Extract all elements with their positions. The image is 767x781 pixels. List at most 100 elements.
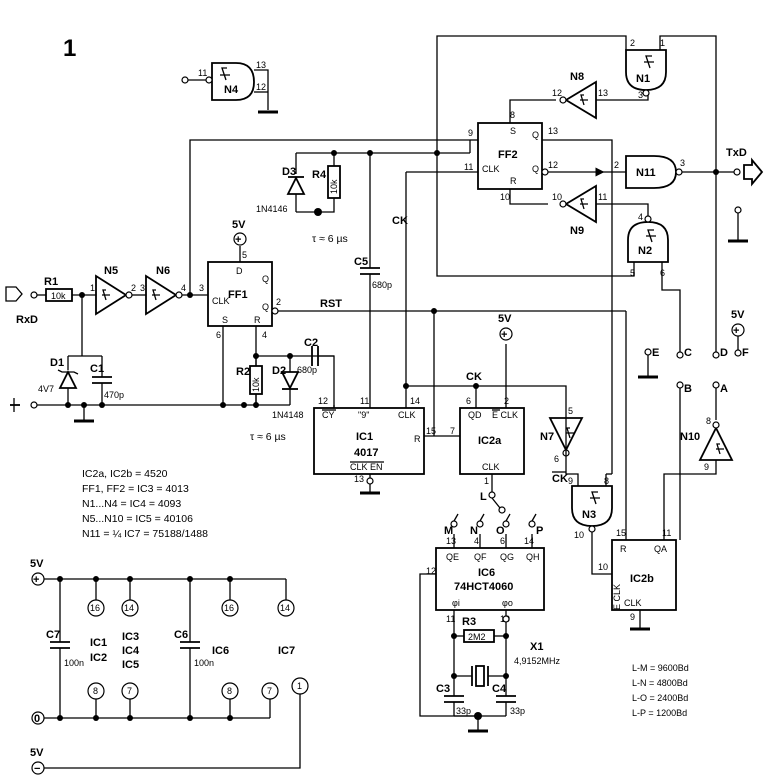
svg-text:C5: C5 (354, 256, 368, 268)
svg-text:N8: N8 (570, 71, 584, 83)
svg-text:R1: R1 (44, 276, 58, 288)
svg-text:3: 3 (638, 90, 643, 100)
gate-n8: N8 12 13 (552, 71, 649, 120)
svg-text:−: − (34, 763, 40, 775)
svg-text:P: P (536, 525, 543, 537)
gate-n1: N1 2 1 3 (625, 35, 717, 352)
ic-ic2a: IC2a QD E CLK CLK 6 2 7 1 + 5V L (450, 313, 525, 503)
svg-text:φo: φo (502, 598, 513, 608)
svg-text:13: 13 (446, 536, 456, 546)
n4-label: N4 (224, 84, 239, 96)
svg-text:CLK: CLK (482, 462, 500, 472)
svg-text:IC4: IC4 (122, 645, 140, 657)
svg-text:R4: R4 (312, 169, 327, 181)
svg-text:M: M (444, 525, 453, 537)
svg-text:680p: 680p (297, 365, 317, 375)
c1-capacitor: C1 470p (90, 356, 124, 405)
svg-text:11: 11 (598, 192, 607, 202)
svg-text:R: R (620, 544, 627, 554)
gate-n4: N4 11 13 12 (181, 60, 278, 114)
svg-text:S: S (222, 315, 228, 325)
svg-text:14: 14 (280, 603, 290, 613)
svg-text:IC1: IC1 (90, 637, 107, 649)
power-supply-section: 5V + 0 5V − C7 100n 16 14 8 (30, 558, 309, 775)
svg-text:4: 4 (262, 330, 267, 340)
svg-text:N1: N1 (636, 73, 650, 85)
svg-text:QD: QD (468, 410, 482, 420)
baud-row: L-O = 2400Bd (632, 693, 688, 703)
svg-text:S: S (510, 126, 516, 136)
svg-text:N7: N7 (540, 431, 554, 443)
svg-text:+: + (733, 325, 739, 337)
svg-text:4,9152MHz: 4,9152MHz (514, 656, 561, 666)
svg-text:16: 16 (224, 603, 234, 613)
svg-text:CLK EN: CLK EN (350, 462, 383, 472)
figure-number: 1 (63, 35, 76, 62)
svg-text:QH: QH (526, 552, 540, 562)
svg-text:X1: X1 (530, 641, 543, 653)
svg-text:7: 7 (267, 686, 272, 696)
svg-text:2: 2 (276, 297, 281, 307)
svg-text:4: 4 (638, 212, 643, 222)
svg-text:4: 4 (474, 536, 479, 546)
ic-ic1-4017: IC1 4017 CY "9" CLK R CLK EN 12 11 14 15… (313, 396, 460, 495)
svg-text:RST: RST (320, 298, 342, 310)
svg-text:A: A (720, 383, 728, 395)
svg-text:15: 15 (426, 426, 436, 436)
ic-ic6-74hct4060: IC6 74HCT4060 QE QF QG QH φi φo 12 13 4 … (419, 513, 545, 717)
gate-n7: N7 5 6 CK (540, 406, 584, 486)
svg-text:6: 6 (466, 396, 471, 406)
gate-n2: N2 4 5 6 (627, 212, 681, 352)
svg-text:QF: QF (474, 552, 487, 562)
svg-text:10: 10 (598, 562, 608, 572)
svg-text:14: 14 (410, 396, 420, 406)
svg-text:IC2: IC2 (90, 652, 107, 664)
svg-text:680p: 680p (372, 280, 392, 290)
svg-text:8: 8 (93, 686, 98, 696)
svg-text:IC7: IC7 (278, 645, 295, 657)
svg-text:N3: N3 (582, 509, 596, 521)
svg-text:9: 9 (568, 476, 573, 486)
svg-text:CY: CY (322, 410, 335, 420)
svg-text:N9: N9 (570, 225, 584, 237)
r2-d2-c2-network: 10k R2 D2 1N4148 C2 680p τ ≈ 6 µs (236, 337, 335, 443)
note-line: N5...N10 = IC5 = 40106 (82, 513, 193, 525)
svg-text:11: 11 (446, 614, 455, 624)
txd-label: TxD (726, 147, 747, 159)
svg-text:2: 2 (614, 160, 619, 170)
svg-text:+: + (501, 329, 507, 341)
svg-text:C: C (684, 347, 692, 359)
svg-text:C4: C4 (492, 683, 507, 695)
svg-text:CLK: CLK (398, 410, 416, 420)
svg-text:Q: Q (262, 274, 269, 284)
svg-text:FF1: FF1 (228, 289, 248, 301)
svg-text:13: 13 (354, 474, 364, 484)
baud-rate-table: L-M = 9600Bd L-N = 4800Bd L-O = 2400Bd L… (632, 663, 689, 718)
svg-text:QE: QE (446, 552, 459, 562)
svg-text:11: 11 (360, 396, 369, 406)
svg-text:5: 5 (242, 250, 247, 260)
note-line: N1...N4 = IC4 = 4093 (82, 498, 181, 510)
svg-text:74HCT4060: 74HCT4060 (454, 581, 513, 593)
svg-text:QG: QG (500, 552, 514, 562)
svg-text:5V: 5V (30, 747, 44, 759)
svg-text:IC3: IC3 (122, 631, 139, 643)
svg-text:6: 6 (500, 536, 505, 546)
svg-text:5V: 5V (30, 558, 44, 570)
svg-text:13: 13 (598, 88, 608, 98)
baud-jumper-lines (491, 497, 506, 514)
note-line: IC2a, IC2b = 4520 (82, 468, 168, 480)
svg-text:2M2: 2M2 (468, 632, 486, 642)
svg-text:Q: Q (532, 130, 539, 140)
svg-text:C3: C3 (436, 683, 450, 695)
svg-text:D1: D1 (50, 357, 64, 369)
rxd-input: RxD R1 10k (5, 276, 96, 356)
svg-text:10: 10 (574, 530, 584, 540)
svg-text:IC5: IC5 (122, 659, 139, 671)
svg-text:IC6: IC6 (478, 567, 495, 579)
svg-text:Q: Q (532, 164, 539, 174)
svg-text:5: 5 (568, 406, 573, 416)
svg-text:CK: CK (466, 371, 482, 383)
svg-text:12: 12 (318, 396, 328, 406)
svg-text:F: F (742, 347, 749, 359)
